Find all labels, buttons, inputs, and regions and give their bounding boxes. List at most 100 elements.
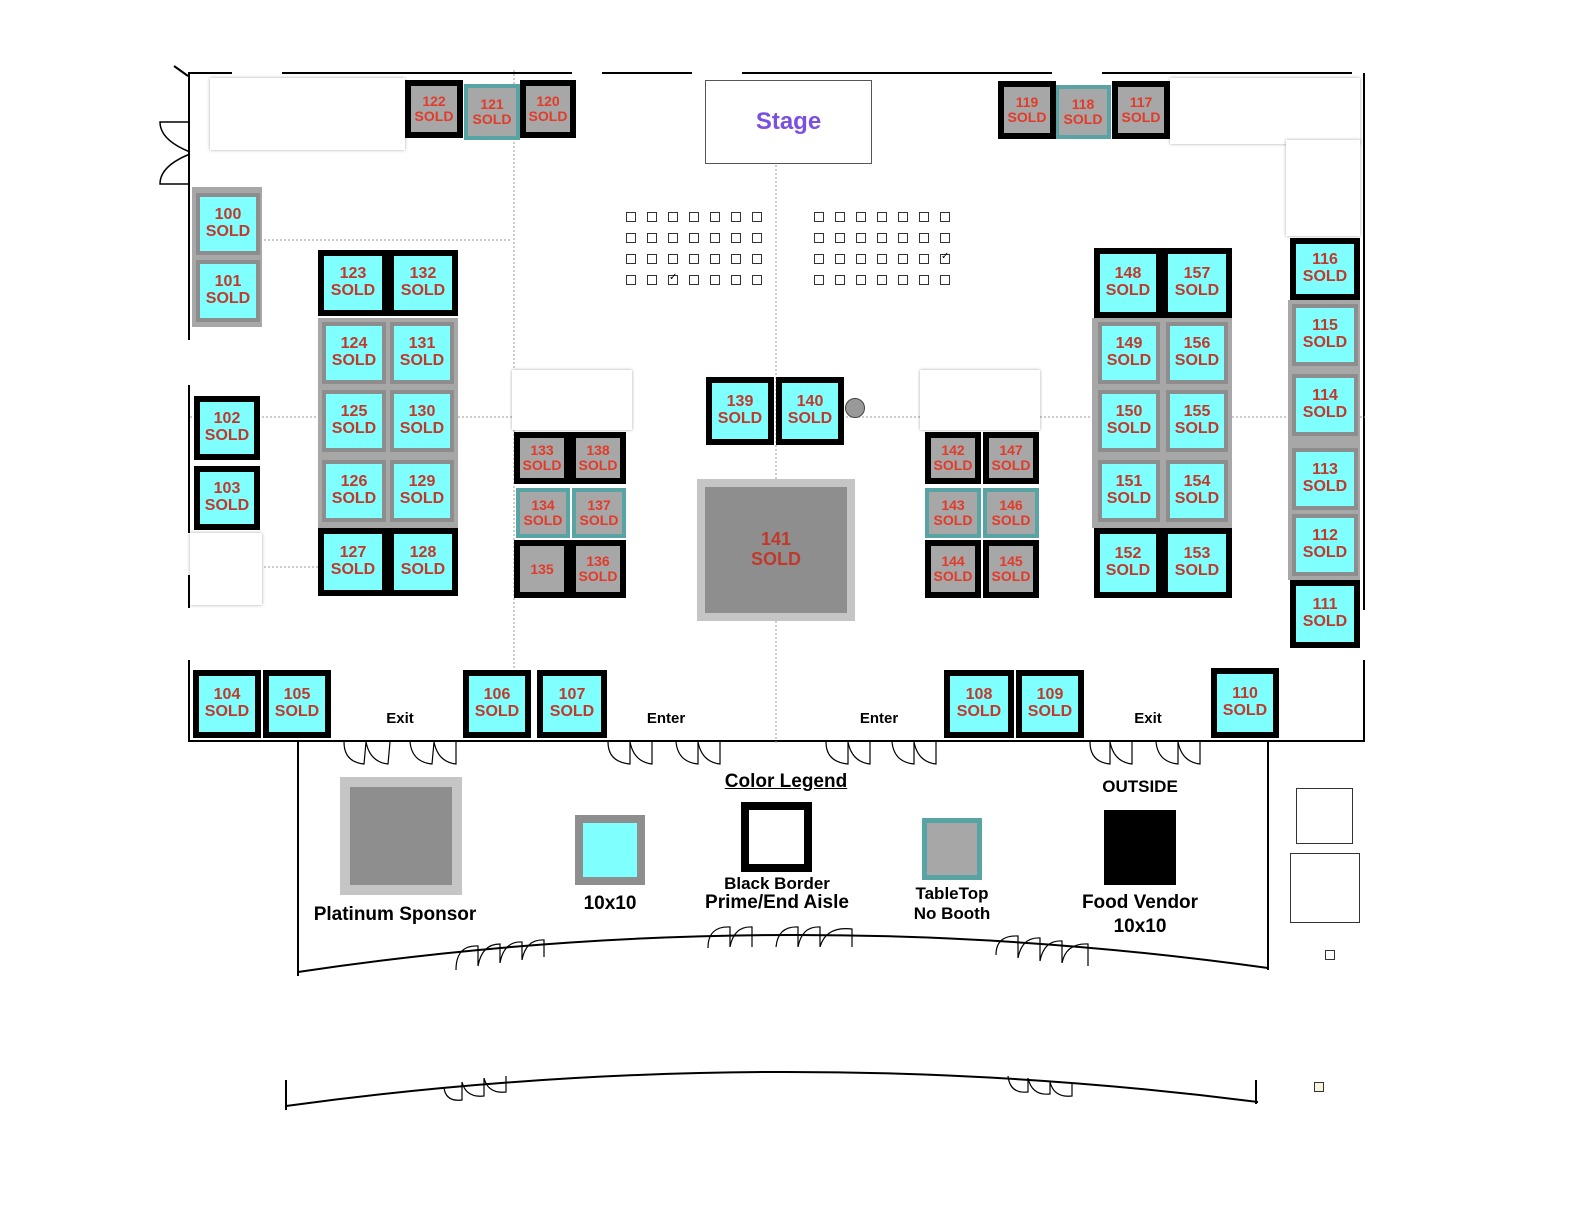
exit-left-label: Exit	[386, 710, 414, 727]
booth-number: 104	[213, 686, 241, 704]
legend-food-label-2: 10x10	[1113, 916, 1167, 937]
booth-status: SOLD	[474, 703, 520, 720]
booth-status: SOLD	[1106, 352, 1152, 369]
booth-status: SOLD	[400, 282, 446, 299]
seat-icon	[856, 212, 866, 222]
booth-number: 135	[530, 560, 554, 577]
booth-status: SOLD	[578, 457, 618, 473]
outside-marker	[1314, 1082, 1324, 1092]
outside-label: OUTSIDE	[1102, 777, 1178, 796]
booth-number: 152	[1114, 545, 1142, 563]
wall-block-center-right	[920, 370, 1040, 430]
booth-status: SOLD	[1106, 420, 1152, 437]
seat-icon	[940, 233, 950, 243]
booth-status: SOLD	[787, 410, 833, 427]
booth-number: 125	[340, 403, 368, 421]
booth-status: SOLD	[933, 568, 973, 584]
booth-number: 100	[214, 206, 242, 224]
legend-prime-swatch	[741, 802, 812, 872]
seat-icon	[877, 233, 887, 243]
booth-number: 147	[999, 442, 1023, 459]
seat-icon	[856, 254, 866, 264]
outside-marker	[1325, 950, 1335, 960]
booth-status: SOLD	[956, 703, 1002, 720]
booth-status: SOLD	[331, 352, 377, 369]
seat-icon	[835, 254, 845, 264]
booth-number: 117	[1129, 94, 1153, 111]
seat-icon	[898, 233, 908, 243]
seat-icon	[856, 233, 866, 243]
booth-number: 109	[1036, 686, 1064, 704]
seat-icon	[731, 275, 741, 285]
enter-left-label: Enter	[646, 710, 686, 727]
booth-135[interactable]: 135	[514, 540, 570, 598]
seat-icon	[919, 275, 929, 285]
seat-icon	[626, 212, 636, 222]
seat-icon	[752, 275, 762, 285]
booth-status: SOLD	[205, 223, 251, 240]
stage[interactable]: Stage	[705, 80, 872, 164]
wall-block-top-right	[1170, 78, 1360, 144]
booth-number: 134	[531, 497, 555, 514]
outside-structure	[1296, 788, 1353, 844]
seat-icon	[710, 212, 720, 222]
